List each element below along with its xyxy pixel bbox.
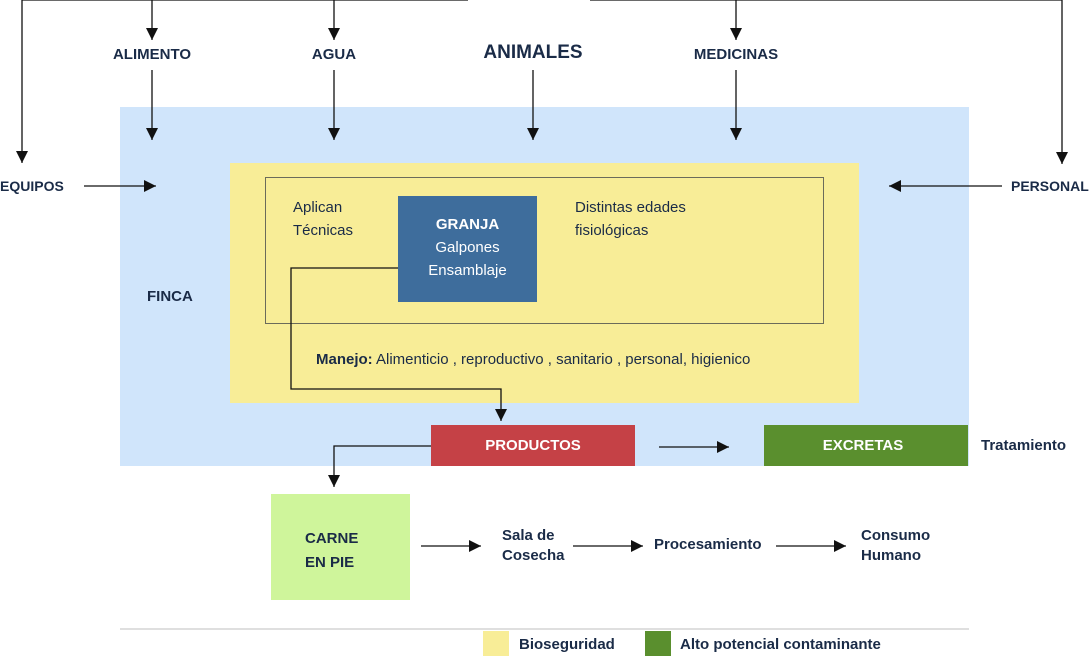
personal-feed-line xyxy=(590,0,1068,164)
equipos-label: EQUIPOS xyxy=(0,178,64,194)
productos-label: PRODUCTOS xyxy=(485,437,581,454)
sala-cosecha-text: Sala de Cosecha xyxy=(502,526,565,566)
aplican-line: Aplican xyxy=(293,199,343,216)
edades-line: Distintas edades xyxy=(575,199,686,216)
excretas-box xyxy=(764,425,968,466)
animales-label: ANIMALES xyxy=(483,42,583,63)
granja-box xyxy=(398,196,537,302)
productos-to-carne-line xyxy=(328,445,431,487)
carne-box xyxy=(271,494,410,600)
consumo-humano-text: Consumo Humano xyxy=(861,526,930,566)
tratamiento-label: Tratamiento xyxy=(981,437,1067,454)
excretas-label: EXCRETAS xyxy=(822,437,904,454)
legend-contaminante-label: Alto potencial contaminante xyxy=(680,636,881,653)
manejo-text: Manejo: Alimenticio , reproductivo , san… xyxy=(316,351,750,368)
legend-swatch-bioseguridad xyxy=(483,631,509,656)
carne-text: CARNE EN PIE xyxy=(305,527,358,575)
granja-ensamblaje: Ensamblaje xyxy=(428,262,507,279)
legend-swatch-contaminante xyxy=(645,631,671,656)
inner-frame xyxy=(265,177,824,324)
cosecha-line: Cosecha xyxy=(502,547,565,564)
granja-galpones: Galpones xyxy=(435,239,500,256)
sala-line: Sala de xyxy=(502,527,555,544)
granja-text: GRANJA Galpones Ensamblaje xyxy=(398,213,537,282)
equipos-feed-line xyxy=(16,0,468,163)
fisiologicas-line: fisiológicas xyxy=(575,222,649,239)
finca-label: FINCA xyxy=(147,288,193,305)
consumo-line: Consumo xyxy=(861,527,931,544)
humano-line: Humano xyxy=(861,547,921,564)
bioseguridad-area xyxy=(230,163,859,403)
tecnicas-line: Técnicas xyxy=(293,222,354,239)
legend-bioseguridad-label: Bioseguridad xyxy=(519,636,615,653)
manejo-items: Alimenticio , reproductivo , sanitario ,… xyxy=(372,351,751,368)
manejo-label: Manejo: xyxy=(316,351,373,368)
personal-label: PERSONAL xyxy=(1011,178,1089,194)
agua-label: AGUA xyxy=(311,46,357,63)
granja-title: GRANJA xyxy=(435,216,500,233)
alimento-label: ALIMENTO xyxy=(112,46,192,63)
edades-text: Distintas edades fisiológicas xyxy=(575,196,686,242)
aplican-tecnicas-text: Aplican Técnicas xyxy=(293,196,353,242)
medicinas-label: MEDICINAS xyxy=(693,46,779,63)
procesamiento-label: Procesamiento xyxy=(654,536,762,553)
productos-box xyxy=(431,425,635,466)
granja-to-productos-line xyxy=(290,267,507,421)
carne-line: CARNE xyxy=(305,530,359,547)
en-pie-line: EN PIE xyxy=(305,554,355,571)
